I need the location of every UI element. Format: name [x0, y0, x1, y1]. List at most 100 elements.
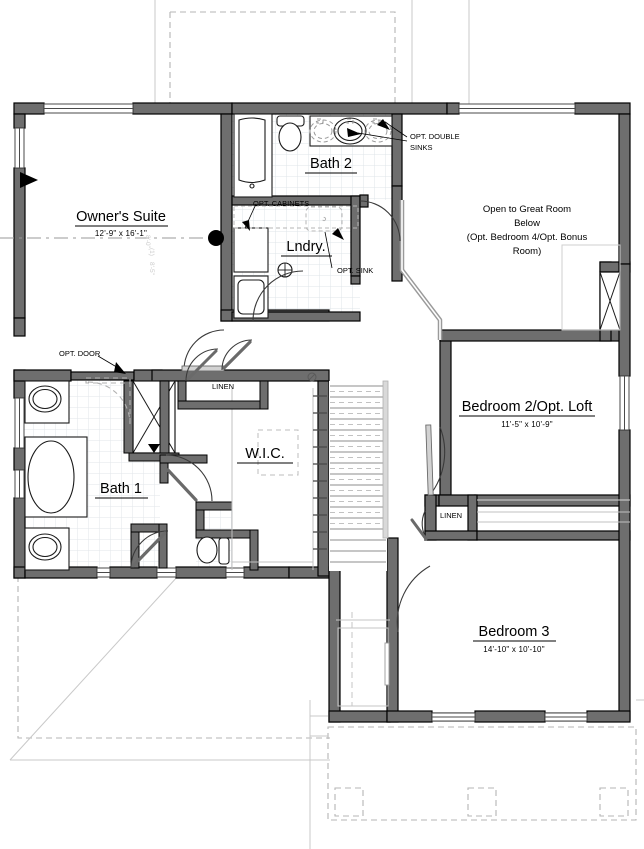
stair-lower-door	[384, 642, 390, 686]
lower-right-porch-dashed	[327, 726, 637, 821]
open-line-4: Room)	[513, 246, 542, 257]
label-wic: W.I.C.	[245, 446, 284, 462]
ghost-dim-text: 8'-0" (1) 8'-5"	[144, 235, 155, 276]
door-arc-suite	[183, 329, 225, 371]
wall-top-left-corner	[13, 102, 45, 115]
wall-suite-right	[220, 113, 233, 322]
door-leaf-linen-upper	[186, 349, 218, 381]
wic-hanger-ticks	[313, 395, 327, 550]
wall-stair-right	[386, 537, 399, 723]
wall-wic-east	[317, 380, 330, 577]
wall-right-seg-b	[618, 263, 631, 377]
wall-b3-north	[476, 530, 631, 541]
label-bedroom-3: Bedroom 3	[479, 624, 550, 640]
wic-rod-symbol	[307, 372, 317, 382]
washer	[233, 227, 269, 273]
bath2-fixtures	[233, 113, 393, 198]
wall-bottom-b3-c	[586, 710, 631, 723]
wall-top-seg-1	[132, 102, 233, 115]
label-owners-suite: Owner's Suite	[76, 209, 166, 225]
wall-top-right-corner	[574, 102, 631, 115]
annotations: OPT. DOUBLE SINKS OPT. CABINETS OPT. SIN…	[59, 132, 460, 358]
leader-arrow-sink-2	[377, 119, 390, 130]
wall-stair-bottom	[328, 710, 391, 723]
wall-wic-top	[151, 369, 330, 382]
opt-double-sinks-leader	[357, 121, 408, 142]
shower-stall	[123, 380, 180, 462]
toilet-tank-1	[218, 537, 230, 565]
door-arc-bedroom3	[396, 565, 431, 633]
shower-ledge	[159, 454, 208, 484]
door-leaf-wic-bath	[166, 468, 198, 502]
dim-bedroom-2: 11'-5" x 10'-9"	[501, 420, 553, 429]
lower-left-roof-hip	[9, 575, 330, 761]
linen-closet-upper	[177, 380, 269, 410]
svg-text:8'-0": 8'-0"	[144, 235, 151, 249]
note-opt-cabinets: OPT. CABINETS	[253, 199, 309, 208]
wc-compartment	[130, 501, 259, 571]
open-line-2: Below	[514, 218, 540, 229]
note-opt-double-sinks-2: SINKS	[410, 143, 433, 152]
bedroom2-closet-shelf	[477, 499, 630, 523]
closet-top-right	[561, 244, 621, 331]
leader-arrow-sink-1	[347, 128, 361, 137]
door-leaf-bedroom2	[425, 424, 434, 496]
wall-laundry-south	[231, 311, 361, 322]
wall-bottom-b3-a	[386, 710, 433, 723]
wic-rod-slash	[308, 373, 316, 381]
open-to-below-label: Open to Great Room Below (Opt. Bedroom 4…	[467, 204, 588, 257]
door-arc-bath1-hall	[221, 339, 253, 371]
wall-bath1-top-a	[13, 369, 72, 382]
wall-laundry-east-a	[350, 195, 361, 277]
wall-bottom-b3-b	[474, 710, 546, 723]
svg-text:8'-5": 8'-5"	[148, 262, 155, 276]
porch-context-lines	[309, 699, 644, 849]
door-leaf-bath1-hall	[222, 340, 252, 370]
bath1-fixtures	[24, 380, 88, 571]
wall-right-seg-a	[618, 113, 631, 265]
lower-left-roof-dashed	[17, 576, 330, 739]
tub-1	[27, 440, 75, 514]
open-line-3: (Opt. Bedroom 4/Opt. Bonus	[467, 232, 588, 243]
wall-bedroom2-north	[439, 329, 621, 342]
room-labels: Owner's Suite 12'-9" x 16'-1" Bath 2 Lnd…	[75, 156, 595, 654]
windows	[14, 103, 630, 722]
wall-bottom-left-corner	[13, 566, 26, 579]
label-bedroom-2: Bedroom 2/Opt. Loft	[462, 399, 593, 415]
door-arc-wc	[130, 530, 169, 569]
shower-direction-arrow	[148, 444, 160, 453]
wall-left-seg-a	[13, 113, 26, 129]
door-arc-linen-upper	[185, 348, 219, 382]
centerline-node	[208, 230, 224, 246]
svg-text:(1): (1)	[148, 248, 155, 256]
open-line-1: Open to Great Room	[483, 204, 571, 215]
opt-double-sinks-ghost	[309, 118, 392, 143]
open-below-railing-inner	[401, 200, 441, 340]
door-swings	[130, 200, 446, 633]
wall-linen-bottom	[424, 530, 478, 541]
leader-arrow-cabinets	[242, 220, 250, 231]
note-opt-double-sinks-1: OPT. DOUBLE	[410, 132, 460, 141]
roof-outline-dashed	[169, 11, 396, 107]
wall-left-bath-b	[13, 447, 26, 471]
wall-laundry-east-b	[350, 275, 361, 285]
note-opt-sink: OPT. SINK	[337, 266, 373, 275]
label-linen-lower: LINEN	[440, 511, 462, 520]
door-arc-laundry	[359, 200, 401, 242]
door-arc-wic-bath	[165, 454, 213, 502]
note-opt-door: OPT. DOOR	[59, 349, 101, 358]
wall-toilet-right	[249, 529, 259, 571]
dim-bedroom-3: 14'-10" x 10'-10"	[483, 645, 545, 654]
opt-door-ghost	[85, 377, 131, 425]
wall-left-bath-c	[13, 497, 26, 579]
door-leaf-linen-lower	[410, 518, 428, 541]
wall-bath2-east-a	[391, 113, 403, 187]
door-arc-bedroom2	[429, 426, 446, 496]
linen-labels: LINEN LINEN	[212, 382, 462, 520]
stair-rail	[382, 380, 389, 539]
door-arc-laundry-south	[252, 270, 304, 322]
toilet-bowl-1	[196, 536, 218, 564]
suite-centerline	[0, 230, 224, 246]
suite-direction-arrow	[20, 172, 38, 188]
